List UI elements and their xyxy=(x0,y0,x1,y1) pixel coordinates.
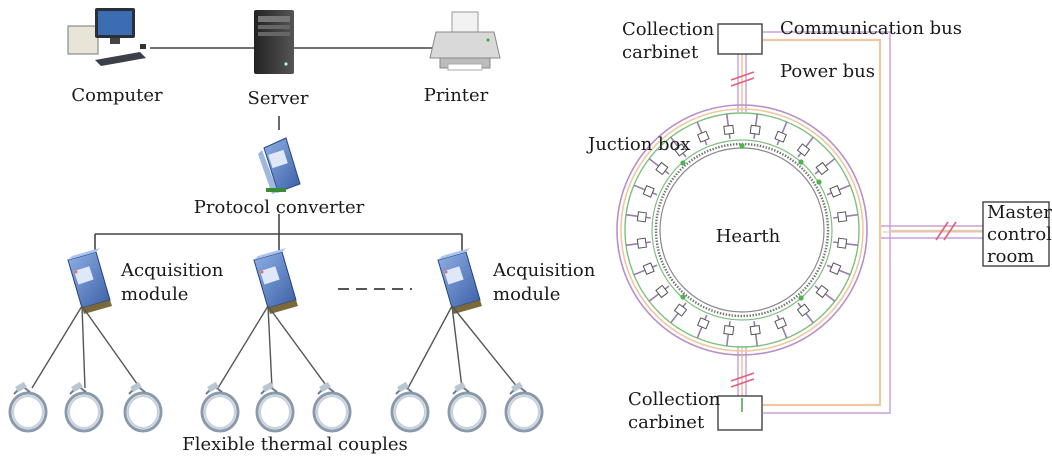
collection-cabinet-top-label-1: Collection xyxy=(622,19,715,40)
acquisition-module-icon xyxy=(67,247,113,315)
acquisition-module-right-label-1: Acquisition xyxy=(492,260,596,281)
junction-box-icon xyxy=(815,161,829,176)
power-bus-label: Power bus xyxy=(780,61,875,82)
junction-box-icon xyxy=(815,284,829,299)
master-control-room-box xyxy=(982,201,1050,267)
printer-icon xyxy=(429,11,501,71)
junction-boxes xyxy=(636,124,848,336)
thermocouple-coil-icon xyxy=(8,380,48,433)
junction-box-icon xyxy=(673,303,688,317)
collection-cabinet-bottom xyxy=(717,395,763,431)
printer-label: Printer xyxy=(424,85,489,106)
collection-cabinet-top-label-2: carbinet xyxy=(622,42,699,63)
sensor-dots xyxy=(680,143,822,301)
computer-icon xyxy=(67,8,146,66)
junction-box-icon xyxy=(837,237,848,249)
master-control-room-label-1: Master- xyxy=(987,202,1052,223)
acquisition-module-left-label-1: Acquisition xyxy=(120,260,224,281)
junction-box-icon xyxy=(837,211,848,223)
junction-box-icon xyxy=(697,317,710,330)
junction-box-icon xyxy=(655,284,669,299)
collection-cabinet-bottom-label-1: Collection xyxy=(628,389,721,410)
thermocouple-coil-icon xyxy=(447,380,487,433)
thermocouple-wires xyxy=(31,305,519,389)
collection-cabinet-top xyxy=(717,23,763,55)
junction-box-icon xyxy=(673,143,688,157)
acquisition-module-icon xyxy=(437,247,483,315)
thermocouple-coil-icon xyxy=(255,380,295,433)
junction-box-icon xyxy=(697,130,710,143)
protocol-converter-icon xyxy=(258,137,301,194)
junction-box-label: Juction box xyxy=(586,134,691,155)
hearth-label: Hearth xyxy=(716,226,781,247)
communication-bus-label: Communication bus xyxy=(780,18,962,39)
junction-box-icon xyxy=(829,262,842,275)
junction-box-icon xyxy=(636,211,647,223)
junction-box-icon xyxy=(749,325,761,336)
communication-bus-line xyxy=(763,31,983,414)
acquisition-module-icon xyxy=(253,247,299,315)
master-control-room-label-3: room xyxy=(987,246,1034,267)
power-bus-line xyxy=(763,38,983,407)
master-control-room-label-2: control xyxy=(987,224,1052,245)
acquisition-module-right-label-2: module xyxy=(493,284,560,305)
junction-box-icon xyxy=(829,185,842,198)
acquisition-module-left-label-2: module xyxy=(121,284,188,305)
thermocouple-coil-icon xyxy=(123,380,163,433)
junction-box-icon xyxy=(642,262,655,275)
junction-box-icon xyxy=(636,237,647,249)
junction-box-icon xyxy=(723,325,735,336)
junction-box-icon xyxy=(655,161,669,176)
junction-box-icon xyxy=(749,124,761,135)
protocol-converter-label: Protocol converter xyxy=(194,197,365,218)
junction-box-icon xyxy=(723,124,735,135)
server-label: Server xyxy=(247,88,308,109)
junction-box-icon xyxy=(774,317,787,330)
thermocouple-coil-icon xyxy=(390,380,430,433)
thermocouple-coil-icon xyxy=(200,380,240,433)
junction-box-icon xyxy=(642,185,655,198)
junction-box-icon xyxy=(796,143,811,157)
junction-box-icon xyxy=(774,130,787,143)
cable-break-marks xyxy=(730,71,957,388)
thermocouple-coil-icon xyxy=(312,380,352,433)
junction-box-icon xyxy=(796,303,811,317)
thermocouple-coil-icon xyxy=(504,380,544,433)
server-tower-icon xyxy=(254,10,294,74)
collection-cabinet-bottom-label-2: carbinet xyxy=(628,412,705,433)
computer-label: Computer xyxy=(71,85,163,106)
flexible-thermal-couples-label: Flexible thermal couples xyxy=(182,434,408,455)
thermocouple-coil-icon xyxy=(64,380,104,433)
